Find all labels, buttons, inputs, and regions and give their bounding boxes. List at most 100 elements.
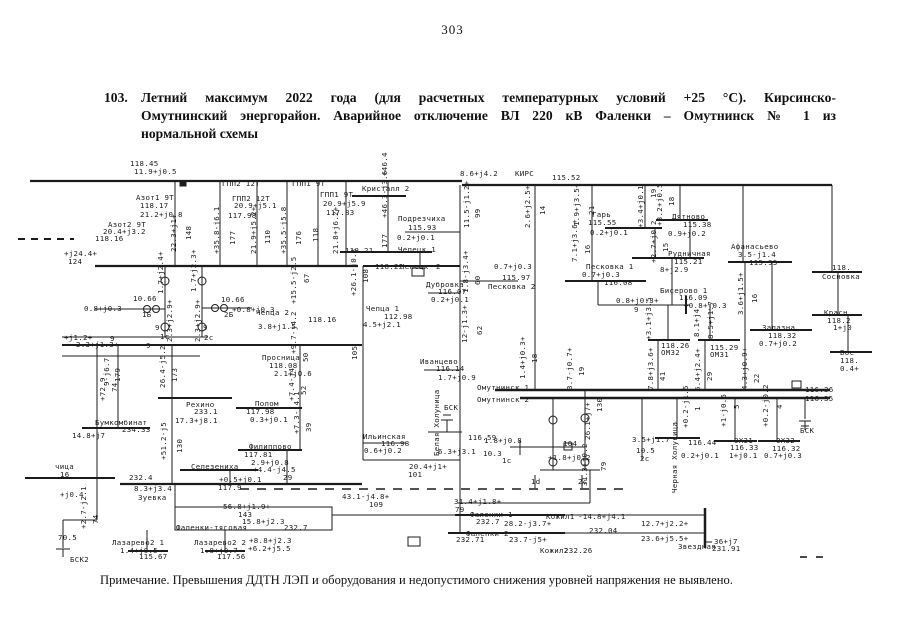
diagram-label: 116.08 xyxy=(604,278,633,287)
diagram-label: 116.32 xyxy=(772,444,801,453)
diagram-label: +6.2+j5.5 xyxy=(248,544,291,553)
diagram-label: 112.98 xyxy=(384,312,413,321)
diagram-label: Просница xyxy=(262,353,300,362)
diagram-label: БСК2 xyxy=(70,555,89,564)
diagram-label: 67 xyxy=(302,273,311,284)
diagram-label: 22.3+j1+ xyxy=(169,214,178,252)
diagram-label: 173 xyxy=(170,367,179,382)
diagram-label: 8.3+j3.4 xyxy=(134,484,172,493)
diagram-label: 124 xyxy=(68,257,83,266)
diagram-label: 101 xyxy=(408,470,423,479)
diagram-label: 4 xyxy=(775,404,784,409)
diagram-label: 118 xyxy=(311,227,320,242)
diagram-label: 9 xyxy=(203,323,208,332)
diagram-label: 5 xyxy=(732,404,741,409)
diagram-label: 16 xyxy=(750,293,759,304)
diagram-label: +15.5-j2.5 xyxy=(289,256,298,305)
diagram-label: 233.1 xyxy=(194,407,218,416)
diagram-label: 130 xyxy=(595,397,604,412)
diagram-label: 118. xyxy=(840,356,859,365)
diagram-label: 0.8+j0.3 xyxy=(84,304,122,313)
diagram-label: 1.4+j0.3+ xyxy=(518,336,527,379)
diagram-label: 41 xyxy=(658,371,667,382)
diagram-label: 177 xyxy=(380,233,389,248)
section-heading: 103. Летний максимум 2022 года (для расч… xyxy=(104,89,836,143)
diagram-label: 118.16 xyxy=(308,315,337,324)
diagram-label: 116.07 xyxy=(438,287,467,296)
diagram-label: +35.5-j5.8 xyxy=(279,206,288,255)
diagram-label: 0.7+j0.3 xyxy=(494,262,532,271)
diagram-label: 22 xyxy=(752,373,761,384)
diagram-label: 14.8+j7 xyxy=(72,431,106,440)
diagram-label: 1.8+j0.7 xyxy=(200,546,238,555)
diagram-label: Вос xyxy=(840,348,855,357)
diagram-label: 117.83 xyxy=(326,208,355,217)
diagram-label: 0.2+j0.1 xyxy=(590,228,628,237)
diagram-label: Сосновка xyxy=(822,272,860,281)
diagram-label: 29 xyxy=(283,473,293,482)
diagram-label: 118.26 xyxy=(661,341,690,350)
diagram-label: 234.33 xyxy=(122,425,151,434)
diagram-label: +2.7-j2.1 xyxy=(79,486,88,529)
diagram-label: Филиппово xyxy=(249,442,292,451)
diagram-label: +0.2-j1.5 xyxy=(681,385,690,428)
diagram-label: 116.09 xyxy=(679,293,708,302)
diagram-label: 23.7-j5+ xyxy=(509,535,547,544)
diagram-label: 36+j7 xyxy=(714,537,738,546)
diagram-label: 148 xyxy=(184,225,193,240)
diagram-label: 79 xyxy=(455,505,465,514)
diagram-label: 43.1-j4.8+ xyxy=(342,492,390,501)
diagram-label: +1.8+j0.2 xyxy=(548,453,591,462)
diagram-label: +72.9 xyxy=(98,377,107,401)
diagram-label: 70.5 xyxy=(58,533,77,542)
diagram-label: +j0.4 xyxy=(60,490,84,499)
diagram-label: Чепецк 1 xyxy=(398,245,436,254)
diagram-label: 3.5-j1.4 xyxy=(738,250,776,259)
diagram-label: 115.67 xyxy=(139,552,168,561)
diagram-label: 2c xyxy=(204,333,214,342)
diagram-label: 1+j0 xyxy=(833,323,852,332)
diagram-label: Кристалл 2 xyxy=(362,184,410,193)
diagram-label: 116.36 xyxy=(805,385,834,394)
diagram-label: 116.33 xyxy=(730,443,759,452)
diagram-label: 232.7 xyxy=(284,523,308,532)
diagram-label: 2.6+j2.5+ xyxy=(523,185,532,228)
diagram-label: Фаленки 1 xyxy=(470,510,513,519)
diagram-label: 0.2+j0.1 xyxy=(431,295,469,304)
diagram-label: 2.9+j0.8 xyxy=(251,458,289,467)
diagram-label: 0.7+j0.2 xyxy=(759,339,797,348)
diagram-label: 56.8+j1.9+ xyxy=(223,502,271,511)
diagram-label: +8.8+j2.3 xyxy=(249,536,292,545)
diagram-label: 2.3+j1.3+ xyxy=(76,340,119,349)
diagram-label: 115.97 xyxy=(502,273,531,282)
diagram-label: 109 xyxy=(369,500,384,509)
diagram-label: 117.9 xyxy=(218,483,242,492)
diagram-label: 10.66 xyxy=(133,294,157,303)
diagram-label: 3.7-j0.7+ xyxy=(565,347,574,390)
diagram-label: Селезениха xyxy=(191,462,239,471)
diagram-label: Звездная xyxy=(678,542,716,551)
diagram-label: Бисерово 1 xyxy=(660,286,708,295)
diagram-label: 115.93 xyxy=(408,223,437,232)
diagram-label: 31.4+j1.8+ xyxy=(454,497,502,506)
page-number: 303 xyxy=(441,22,464,37)
diagram-label: Залазна xyxy=(762,323,796,332)
heading-line-2: Омутнинский энергорайон. Аварийное отклю… xyxy=(141,108,836,123)
diagram-label: 74 xyxy=(110,382,119,393)
diagram-label: 11.9+j0.5 xyxy=(134,167,177,176)
diagram-label: 29 xyxy=(705,371,714,382)
diagram-label: 16 xyxy=(60,470,70,479)
diagram-label: 18 xyxy=(530,353,539,364)
diagram-label: 9 xyxy=(634,305,639,314)
diagram-label: 0.2+j0.1 xyxy=(397,233,435,242)
diagram-label: 12.7+j2.2+ xyxy=(641,519,689,528)
diagram-label: 8.1+j4 xyxy=(692,308,701,338)
diagram-label: ОМ31 xyxy=(710,350,729,359)
diagram-label: Лазарево2 2 xyxy=(194,538,247,547)
diagram-label: 0.7+j0.3 xyxy=(582,270,620,279)
diagram-label: 115.29 xyxy=(710,343,739,352)
diagram-label: 118.2 xyxy=(827,316,851,325)
diagram-label: +j24.4+ xyxy=(64,249,98,258)
